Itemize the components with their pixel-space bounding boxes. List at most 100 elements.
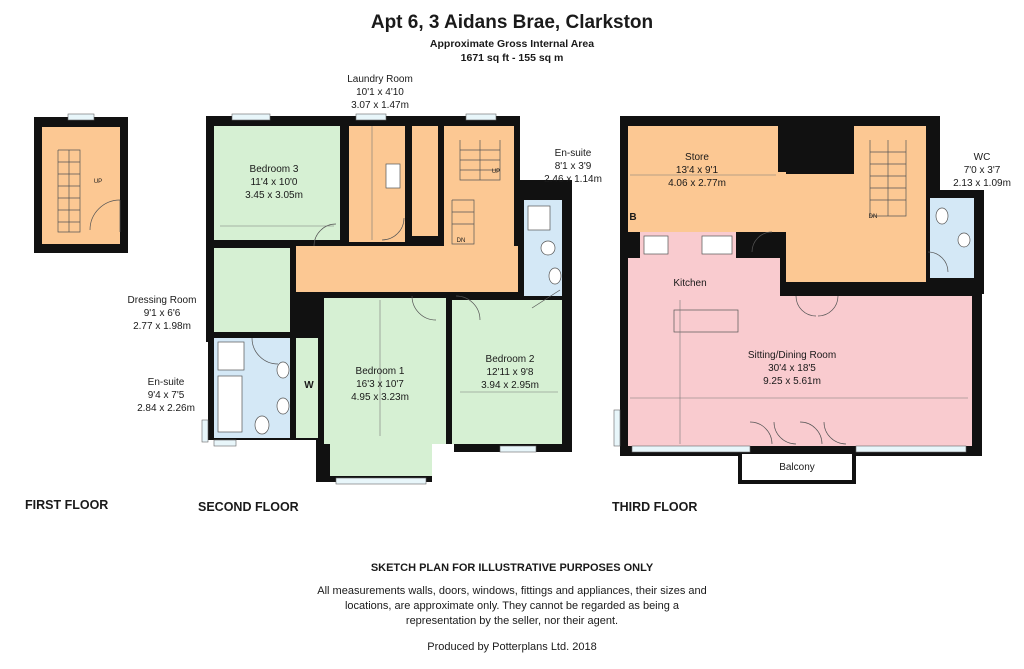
wardrobe bbox=[296, 338, 318, 438]
bedroom2-metric: 3.94 x 2.95m bbox=[481, 380, 539, 391]
second-floor-plan bbox=[201, 113, 572, 485]
wc-name: WC bbox=[974, 152, 991, 163]
wc-imperial: 7'0 x 3'7 bbox=[964, 165, 1001, 176]
sink-icon bbox=[701, 235, 733, 255]
stair-icon bbox=[451, 140, 501, 245]
bedroom2-imperial: 12'11 x 9'8 bbox=[486, 367, 533, 378]
bedroom3-imperial: 11'4 x 10'0 bbox=[250, 177, 297, 188]
basin bbox=[276, 397, 290, 415]
ensuite-left-imperial: 9'4 x 7'5 bbox=[148, 390, 185, 401]
first-floor-stair-room bbox=[42, 127, 120, 244]
hallway-room bbox=[296, 246, 518, 292]
stair-up-mark: UP bbox=[94, 179, 102, 185]
bedroom1-name: Bedroom 1 bbox=[356, 366, 405, 377]
bath bbox=[217, 375, 243, 433]
toilet bbox=[935, 207, 949, 225]
door-swing-icon bbox=[89, 199, 121, 231]
bedroom1-imperial: 16'3 x 10'7 bbox=[356, 379, 404, 390]
shower-tray bbox=[217, 341, 245, 371]
balcony-area bbox=[738, 450, 856, 484]
ensuite-left-name: En-suite bbox=[148, 377, 185, 388]
store-name: Store bbox=[685, 152, 709, 163]
stair-up-mark: UP bbox=[492, 169, 500, 175]
stair-icon bbox=[57, 149, 81, 233]
door-swings bbox=[251, 217, 561, 365]
disclaimer-line-2: locations, are approximate only. They ca… bbox=[344, 600, 680, 612]
window bbox=[213, 439, 237, 447]
balcony-name: Balcony bbox=[779, 462, 815, 473]
sanitary-fixtures bbox=[217, 163, 562, 435]
window bbox=[855, 445, 967, 453]
ensuite-top-metric: 2.46 x 1.14m bbox=[544, 174, 602, 185]
ensuite-top-imperial: 8'1 x 3'9 bbox=[555, 161, 592, 172]
shower-tray bbox=[527, 205, 551, 231]
washing-machine bbox=[385, 163, 401, 189]
ensuite-left-metric: 2.84 x 2.26m bbox=[137, 403, 195, 414]
toilet bbox=[548, 267, 562, 285]
door-swings bbox=[749, 231, 949, 445]
window bbox=[465, 113, 497, 121]
dressing-room bbox=[214, 248, 290, 332]
window bbox=[499, 445, 537, 453]
basin bbox=[276, 361, 290, 379]
sitting-dining-imperial: 30'4 x 18'5 bbox=[768, 363, 816, 374]
bedroom2-name: Bedroom 2 bbox=[486, 354, 535, 365]
stair-room bbox=[854, 126, 926, 222]
laundry-room-name: Laundry Room bbox=[347, 74, 413, 85]
window bbox=[231, 113, 271, 121]
bedroom2-room bbox=[452, 300, 562, 444]
basin bbox=[957, 232, 971, 248]
first-floor-label: FIRST FLOOR bbox=[25, 498, 109, 512]
store-metric: 4.06 x 2.77m bbox=[668, 178, 726, 189]
window bbox=[201, 419, 209, 443]
first-floor-plan bbox=[34, 113, 128, 253]
basin bbox=[540, 240, 556, 256]
window bbox=[67, 113, 95, 121]
store-imperial: 13'4 x 9'1 bbox=[676, 165, 719, 176]
credit-text: Produced by Potterplans Ltd. 2018 bbox=[427, 641, 597, 653]
window bbox=[613, 409, 621, 447]
disclaimer-line-3: representation by the seller, nor their … bbox=[405, 615, 619, 627]
wc-metric: 2.13 x 1.09m bbox=[953, 178, 1011, 189]
disclaimer-heading: SKETCH PLAN FOR ILLUSTRATIVE PURPOSES ON… bbox=[370, 562, 654, 574]
cupboard-room bbox=[412, 126, 438, 236]
sitting-dining-metric: 9.25 x 5.61m bbox=[763, 376, 821, 387]
second-floor-label: SECOND FLOOR bbox=[198, 500, 299, 514]
window bbox=[355, 113, 387, 121]
stair-icon bbox=[869, 140, 907, 217]
laundry-room-metric: 3.07 x 1.47m bbox=[351, 100, 409, 111]
stair-room bbox=[444, 126, 514, 246]
bedroom3-metric: 3.45 x 3.05m bbox=[245, 190, 303, 201]
bay-window bbox=[330, 444, 432, 476]
wardrobe-mark: W bbox=[304, 380, 314, 391]
window bbox=[335, 477, 427, 485]
boiler-mark: B bbox=[629, 212, 636, 223]
window bbox=[631, 445, 751, 453]
disclaimer-line-1: All measurements walls, doors, windows, … bbox=[317, 585, 707, 597]
store-room bbox=[628, 126, 778, 232]
stair-down-mark: DN bbox=[869, 214, 878, 220]
hob-icon bbox=[643, 235, 669, 255]
area-value: 1671 sq ft - 155 sq m bbox=[460, 52, 564, 64]
third-floor-label: THIRD FLOOR bbox=[612, 500, 698, 514]
dressing-room-imperial: 9'1 x 6'6 bbox=[144, 308, 181, 319]
sitting-dining-name: Sitting/Dining Room bbox=[748, 350, 836, 361]
page-title: Apt 6, 3 Aidans Brae, Clarkston bbox=[370, 12, 654, 33]
sanitary-fixtures bbox=[935, 207, 971, 248]
dressing-room-metric: 2.77 x 1.98m bbox=[133, 321, 191, 332]
bedroom1-metric: 4.95 x 3.23m bbox=[351, 392, 409, 403]
toilet bbox=[254, 415, 270, 435]
dressing-room-name: Dressing Room bbox=[128, 295, 197, 306]
kitchen-island bbox=[673, 309, 739, 333]
ensuite-top-name: En-suite bbox=[555, 148, 592, 159]
bedroom3-name: Bedroom 3 bbox=[250, 164, 299, 175]
kitchen-name: Kitchen bbox=[673, 278, 706, 289]
kitchen-room bbox=[628, 258, 780, 300]
bedroom1-room bbox=[324, 298, 446, 444]
laundry-room-imperial: 10'1 x 4'10 bbox=[356, 87, 404, 98]
stair-down-mark: DN bbox=[457, 238, 466, 244]
area-subtitle: Approximate Gross Internal Area bbox=[429, 38, 595, 50]
store-room-extension bbox=[778, 172, 786, 232]
bedroom3-room bbox=[214, 126, 340, 240]
